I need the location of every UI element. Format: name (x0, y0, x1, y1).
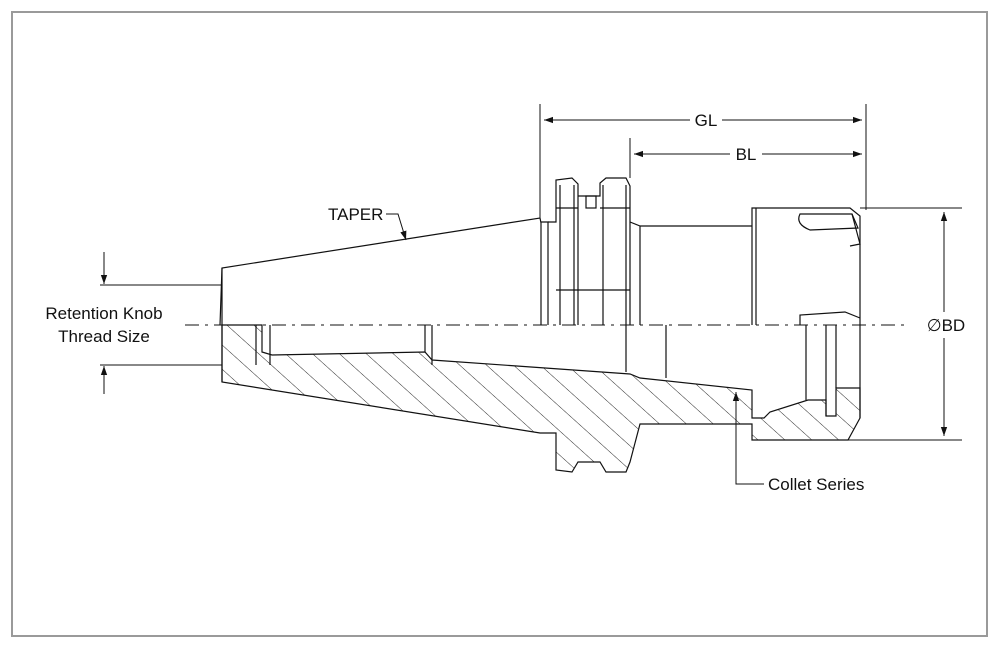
gl-dimension: GL (539, 104, 867, 218)
retention-knob-label-line2: Thread Size (58, 327, 150, 346)
retention-knob-label-line1: Retention Knob (45, 304, 162, 323)
bd-label: ∅BD (927, 316, 965, 335)
holder-section-lower (221, 324, 861, 473)
drawing-frame (11, 11, 988, 637)
gl-label: GL (695, 111, 718, 130)
taper-label: TAPER (328, 205, 383, 224)
retention-knob-dimension: Retention Knob Thread Size (45, 252, 222, 394)
holder-outline-upper (219, 177, 861, 326)
taper-leader: TAPER (328, 205, 407, 241)
collet-series-label: Collet Series (768, 475, 864, 494)
bl-dimension: BL (629, 138, 862, 178)
collet-series-leader: Collet Series (732, 392, 864, 494)
bd-dimension: ∅BD (848, 207, 965, 441)
bl-label: BL (736, 145, 757, 164)
section-hatch (221, 324, 861, 473)
